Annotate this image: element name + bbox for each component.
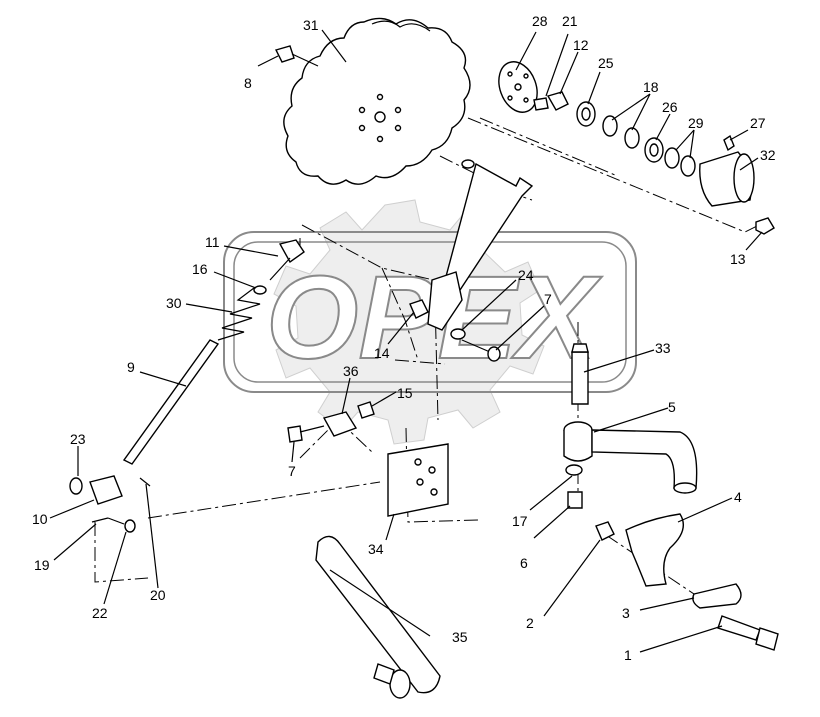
callout-3: 3 bbox=[622, 605, 630, 621]
callout-34: 34 bbox=[368, 541, 384, 557]
part-3-link bbox=[692, 583, 742, 609]
callout-27: 27 bbox=[750, 115, 766, 131]
part-2-nut bbox=[595, 521, 615, 541]
part-12-nut bbox=[533, 91, 569, 111]
part-17-washer bbox=[565, 464, 583, 476]
callout-15: 15 bbox=[397, 385, 413, 401]
part-34-bracket bbox=[387, 443, 449, 517]
part-14-nut bbox=[409, 299, 429, 319]
callout-28: 28 bbox=[532, 13, 548, 29]
callout-7-lower: 7 bbox=[288, 463, 296, 479]
callout-4: 4 bbox=[734, 489, 742, 505]
callout-24: 24 bbox=[518, 267, 534, 283]
part-10-clevis bbox=[89, 475, 123, 505]
part-36-clamp bbox=[322, 411, 358, 437]
part-8-bolt bbox=[274, 45, 319, 67]
part-31-disc bbox=[283, 17, 471, 185]
callout-26: 26 bbox=[662, 99, 678, 115]
callout-6: 6 bbox=[520, 555, 528, 571]
callout-16: 16 bbox=[192, 261, 208, 277]
callout-29: 29 bbox=[688, 115, 704, 131]
part-27-grease-nipple bbox=[723, 134, 735, 152]
part-arm-upper bbox=[427, 159, 534, 331]
part-26-bearing bbox=[644, 137, 664, 163]
callout-9: 9 bbox=[127, 359, 135, 375]
part-29-seals bbox=[664, 147, 696, 177]
callout-2: 2 bbox=[526, 615, 534, 631]
callout-1: 1 bbox=[624, 647, 632, 663]
callout-17: 17 bbox=[512, 513, 528, 529]
callout-11: 11 bbox=[205, 234, 220, 250]
part-24-washer bbox=[450, 328, 466, 340]
callout-labels: 31 28 21 12 25 18 26 29 27 32 13 8 11 16… bbox=[32, 13, 776, 663]
callout-14: 14 bbox=[374, 345, 390, 361]
part-11-bolt bbox=[269, 239, 305, 281]
part-32-hub bbox=[699, 151, 755, 207]
callout-36: 36 bbox=[343, 363, 359, 379]
callout-22: 22 bbox=[92, 605, 108, 621]
callout-12: 12 bbox=[573, 37, 589, 53]
part-20-split-pin bbox=[139, 477, 151, 487]
callout-20: 20 bbox=[150, 587, 166, 603]
part-5-holder bbox=[563, 421, 698, 494]
callout-13: 13 bbox=[730, 251, 746, 267]
callout-33: 33 bbox=[655, 340, 671, 356]
part-25-bearing bbox=[576, 101, 596, 127]
part-16-washer bbox=[253, 285, 267, 295]
callout-21: 21 bbox=[562, 13, 578, 29]
part-33-pin bbox=[571, 343, 589, 405]
callout-10: 10 bbox=[32, 511, 48, 527]
part-22-bolt bbox=[107, 517, 136, 533]
part-6-bolt bbox=[567, 491, 583, 509]
part-23-sleeve bbox=[69, 477, 83, 495]
part-13-nut bbox=[755, 217, 775, 235]
callout-30: 30 bbox=[166, 295, 182, 311]
part-18-circlips bbox=[602, 115, 640, 149]
part-35-arm-lower bbox=[315, 535, 441, 699]
callout-25: 25 bbox=[598, 55, 614, 71]
callout-19: 19 bbox=[34, 557, 50, 573]
callout-7-upper: 7 bbox=[544, 291, 552, 307]
part-19-pin bbox=[91, 517, 109, 523]
part-7-bolt-upper bbox=[461, 339, 501, 362]
callout-35: 35 bbox=[452, 629, 468, 645]
callout-23: 23 bbox=[70, 431, 86, 447]
callout-32: 32 bbox=[760, 147, 776, 163]
callout-31: 31 bbox=[303, 17, 319, 33]
callout-18: 18 bbox=[643, 79, 659, 95]
part-4-handle bbox=[625, 513, 684, 587]
leader-lines bbox=[49, 29, 763, 653]
part-28-flange bbox=[498, 61, 538, 113]
callout-5: 5 bbox=[668, 399, 676, 415]
part-1-bolt bbox=[717, 615, 779, 651]
part-15-nut bbox=[357, 401, 375, 419]
callout-8: 8 bbox=[244, 75, 252, 91]
part-7-bolt-lower bbox=[287, 425, 325, 443]
part-30-spring bbox=[217, 287, 261, 341]
part-9-rod bbox=[122, 339, 220, 465]
